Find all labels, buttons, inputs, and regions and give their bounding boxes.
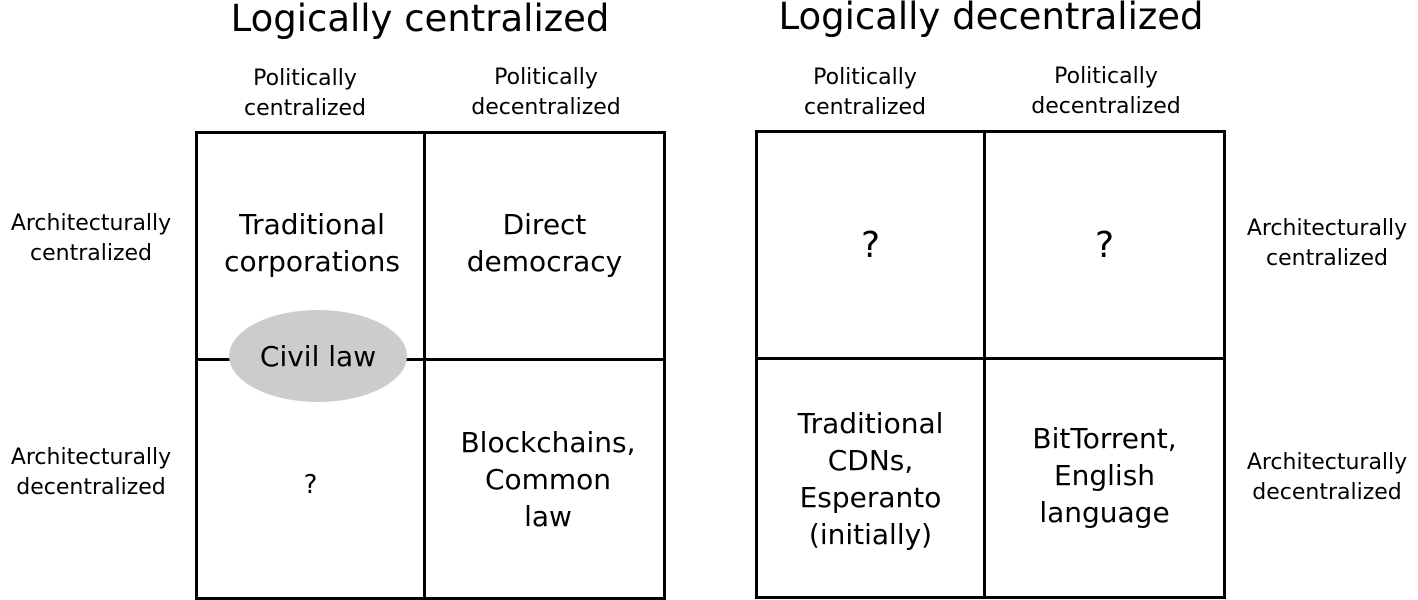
left-matrix-grid	[195, 131, 666, 600]
left-panel-title: Logically centralized	[230, 0, 610, 40]
right-cell-top-left: ?	[860, 224, 881, 266]
left-col-header-political-centralized: Politically centralized	[244, 66, 366, 121]
left-cell-top-right: Direct democracy	[466, 208, 623, 278]
left-row-header-arch-decentralized: Architecturally decentralized	[10, 445, 172, 500]
left-cell-top-left: Traditional corporations	[224, 208, 400, 278]
right-panel-title: Logically decentralized	[778, 0, 1204, 38]
left-row-header-arch-centralized: Architecturally centralized	[10, 211, 172, 266]
right-row-header-arch-centralized: Architecturally centralized	[1246, 216, 1408, 271]
civil-law-label: Civil law	[259, 339, 377, 373]
left-col-header-political-decentralized: Politically decentralized	[471, 65, 621, 120]
left-cell-bottom-left: ?	[303, 470, 318, 500]
right-grid-vertical-divider	[983, 130, 986, 599]
right-row-header-arch-decentralized: Architecturally decentralized	[1246, 450, 1408, 505]
left-grid-vertical-divider	[423, 131, 426, 600]
civil-law-overlay: Civil law	[229, 310, 407, 402]
right-cell-top-right: ?	[1094, 224, 1115, 266]
right-col-header-political-centralized: Politically centralized	[804, 65, 926, 120]
left-cell-bottom-right: Blockchains, Common law	[460, 425, 636, 533]
right-cell-bottom-right: BitTorrent, English language	[1032, 422, 1177, 529]
right-col-header-political-decentralized: Politically decentralized	[1031, 64, 1181, 119]
right-cell-bottom-left: Traditional CDNs, Esperanto (initially)	[797, 407, 944, 551]
left-grid-horizontal-divider	[195, 358, 666, 361]
right-matrix-grid	[755, 130, 1226, 599]
right-grid-horizontal-divider	[758, 357, 1224, 360]
